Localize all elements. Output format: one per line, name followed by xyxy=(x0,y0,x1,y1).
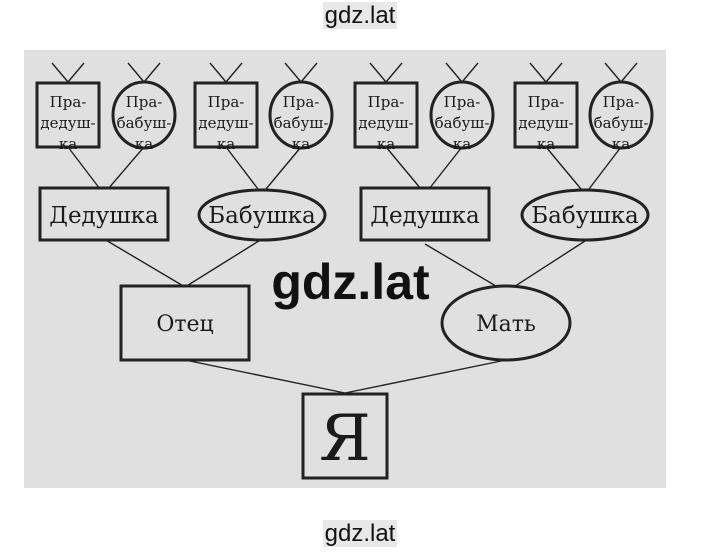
great-grandparent-label: ка xyxy=(453,135,471,153)
ancestor-line xyxy=(225,62,243,83)
ancestor-line xyxy=(300,62,318,83)
great-grandparent-label: дедуш- xyxy=(198,114,253,132)
tree-edge xyxy=(184,359,346,394)
grandmother-node: Бабушка xyxy=(520,188,650,242)
tree-edge xyxy=(505,240,586,293)
great-grandparent-label: ка xyxy=(377,135,395,153)
grandmother-label: Бабушка xyxy=(208,203,316,229)
tree-nodes: Пра-дедуш-каПра-бабуш-каПра-дедуш-каПра-… xyxy=(35,80,654,480)
self-label: Я xyxy=(319,402,371,476)
great-grandparent-label: ка xyxy=(217,135,235,153)
great-grandparent-label: ка xyxy=(292,135,310,153)
great-grandparent-label: ка xyxy=(612,135,630,153)
great-grandparent-label: дедуш- xyxy=(40,114,95,132)
tree-edge xyxy=(67,146,101,190)
great-grandparent-label: Пра- xyxy=(208,93,245,111)
great-grandmother-node: Пра-бабуш-ка xyxy=(429,80,495,153)
tree-edge xyxy=(545,146,582,190)
watermark-bottom: gdz.lat xyxy=(322,520,398,547)
great-grandparent-label: ка xyxy=(59,135,77,153)
tree-edge xyxy=(107,146,145,190)
grandfather-label: Дедушка xyxy=(370,203,480,229)
great-grandparent-label: ка xyxy=(537,135,555,153)
great-grandparent-label: Пра- xyxy=(126,93,163,111)
father-label: Отец xyxy=(156,312,213,337)
great-grandparent-label: бабуш- xyxy=(594,114,649,132)
great-grandmother-node: Пра-бабуш-ка xyxy=(111,80,177,153)
ancestor-line xyxy=(385,62,403,83)
grandmother-label: Бабушка xyxy=(531,203,639,229)
ancestor-line xyxy=(284,62,302,83)
mother-label: Мать xyxy=(476,312,536,337)
great-grandparent-label: Пра- xyxy=(50,93,87,111)
grandmother-node: Бабушка xyxy=(197,188,327,242)
great-grandparent-label: дедуш- xyxy=(358,114,413,132)
great-grandparent-label: бабуш- xyxy=(435,114,490,132)
great-grandparent-label: ка xyxy=(135,135,153,153)
ancestor-line xyxy=(461,62,479,83)
ancestor-line xyxy=(620,62,638,83)
self-node: Я xyxy=(301,392,389,480)
great-grandfather-node: Пра-дедуш-ка xyxy=(35,81,101,153)
tree-edge xyxy=(184,238,263,288)
father-node: Отец xyxy=(119,284,251,362)
great-grandparent-label: Пра- xyxy=(283,93,320,111)
tree-edge xyxy=(385,146,422,190)
great-grandfather-node: Пра-дедуш-ка xyxy=(353,81,419,153)
watermark-center: gdz.lat xyxy=(271,254,430,310)
grandfather-node: Дедушка xyxy=(359,186,491,242)
tree-edge xyxy=(265,146,302,190)
great-grandparent-label: Пра- xyxy=(368,93,405,111)
tree-edge xyxy=(225,146,259,190)
tree-edges xyxy=(51,62,638,394)
grandfather-label: Дедушка xyxy=(49,203,159,229)
ancestor-line xyxy=(51,62,69,83)
great-grandfather-node: Пра-дедуш-ка xyxy=(193,81,259,153)
ancestor-line xyxy=(143,62,161,83)
mother-node: Мать xyxy=(440,284,572,362)
great-grandparent-label: Пра- xyxy=(444,93,481,111)
great-grandparent-label: Пра- xyxy=(603,93,640,111)
great-grandparent-label: Пра- xyxy=(528,93,565,111)
ancestor-line xyxy=(67,62,85,83)
great-grandmother-node: Пра-бабуш-ка xyxy=(588,80,654,153)
great-grandfather-node: Пра-дедуш-ка xyxy=(513,81,579,153)
great-grandparent-label: бабуш- xyxy=(274,114,329,132)
tree-edge xyxy=(424,243,507,293)
ancestor-line xyxy=(445,62,463,83)
ancestor-line xyxy=(529,62,547,83)
tree-edge xyxy=(588,146,622,190)
tree-edge xyxy=(103,238,186,288)
ancestor-line xyxy=(604,62,622,83)
tree-edge xyxy=(428,146,463,190)
great-grandmother-node: Пра-бабуш-ка xyxy=(268,80,334,153)
ancestor-line xyxy=(369,62,387,83)
ancestor-line xyxy=(545,62,563,83)
ancestor-line xyxy=(209,62,227,83)
tree-edge xyxy=(344,359,507,394)
great-grandparent-label: бабуш- xyxy=(117,114,172,132)
ancestor-line xyxy=(127,62,145,83)
grandfather-node: Дедушка xyxy=(38,186,170,242)
great-grandparent-label: дедуш- xyxy=(518,114,573,132)
watermark-top: gdz.lat xyxy=(322,2,398,29)
